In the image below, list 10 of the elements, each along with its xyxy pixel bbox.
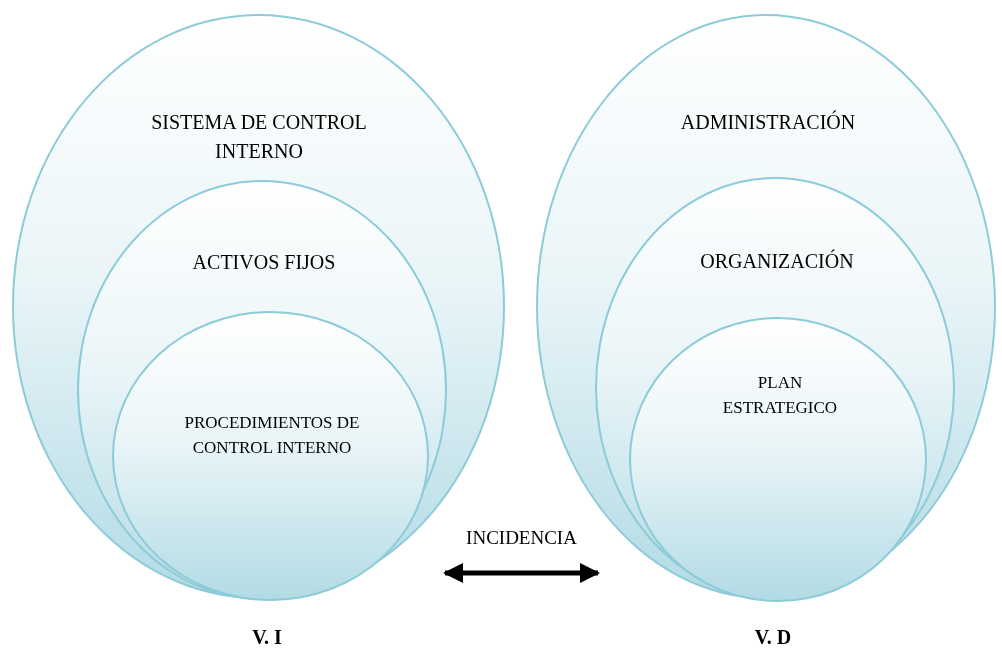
node-label: PLAN ESTRATEGICO	[721, 372, 839, 419]
node-label: ADMINISTRACIÓN	[679, 109, 857, 135]
node-label: ORGANIZACIÓN	[699, 248, 855, 274]
edge-label: INCIDENCIA	[465, 526, 578, 550]
double-arrow	[443, 563, 600, 583]
node-label: ACTIVOS FIJOS	[191, 250, 337, 275]
variable-label: V. D	[753, 626, 793, 649]
node-label: PROCEDIMIENTOS DE CONTROL INTERNO	[183, 412, 361, 459]
variable-label: V. I	[251, 626, 283, 649]
node-label: SISTEMA DE CONTROL INTERNO	[150, 110, 368, 164]
